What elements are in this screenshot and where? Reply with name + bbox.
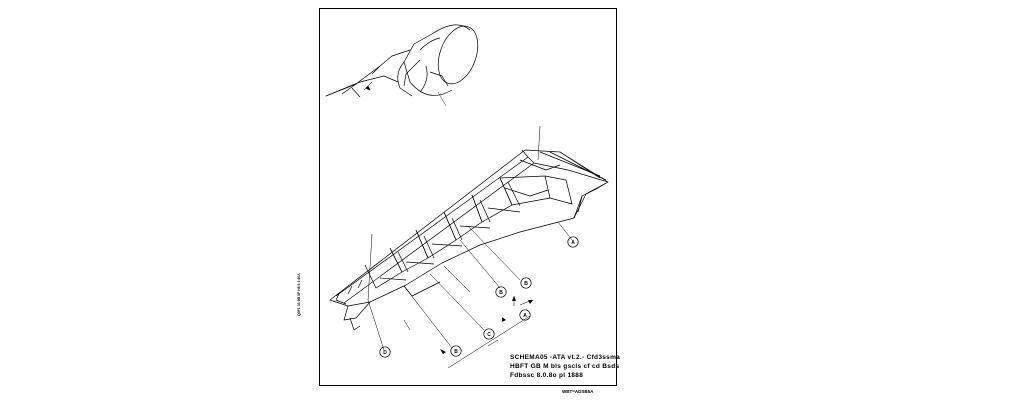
callout-label-b3: B [454, 349, 458, 355]
engine-nacelle-view [325, 24, 479, 107]
callout-label-d: D [383, 350, 387, 356]
arrow-heads [440, 296, 533, 354]
frame-structure [329, 149, 609, 331]
callout-label-a: A [571, 240, 575, 246]
drawing-sheet [319, 8, 617, 386]
callout-label-b1: B [524, 281, 528, 287]
callout-label-b2: B [499, 290, 503, 296]
callout-label-a2: A [523, 313, 527, 319]
caption-line-3: Fdbssc 8.0.8o pl 1888 [510, 372, 584, 379]
side-note: Q0F1 33 9B 0F H8 5 3 40A [297, 273, 301, 316]
sheet-reference: WBT=ADSB5A [562, 389, 594, 394]
caption-line-2: HBFT GB M bls gscls cf cd Bsds [510, 363, 620, 370]
callout-label-c: C [487, 332, 491, 338]
callout-circles [379, 236, 579, 358]
caption-line-1: SCHEMA05 -ATA vt.2.- Cfd3ssma [510, 354, 621, 361]
